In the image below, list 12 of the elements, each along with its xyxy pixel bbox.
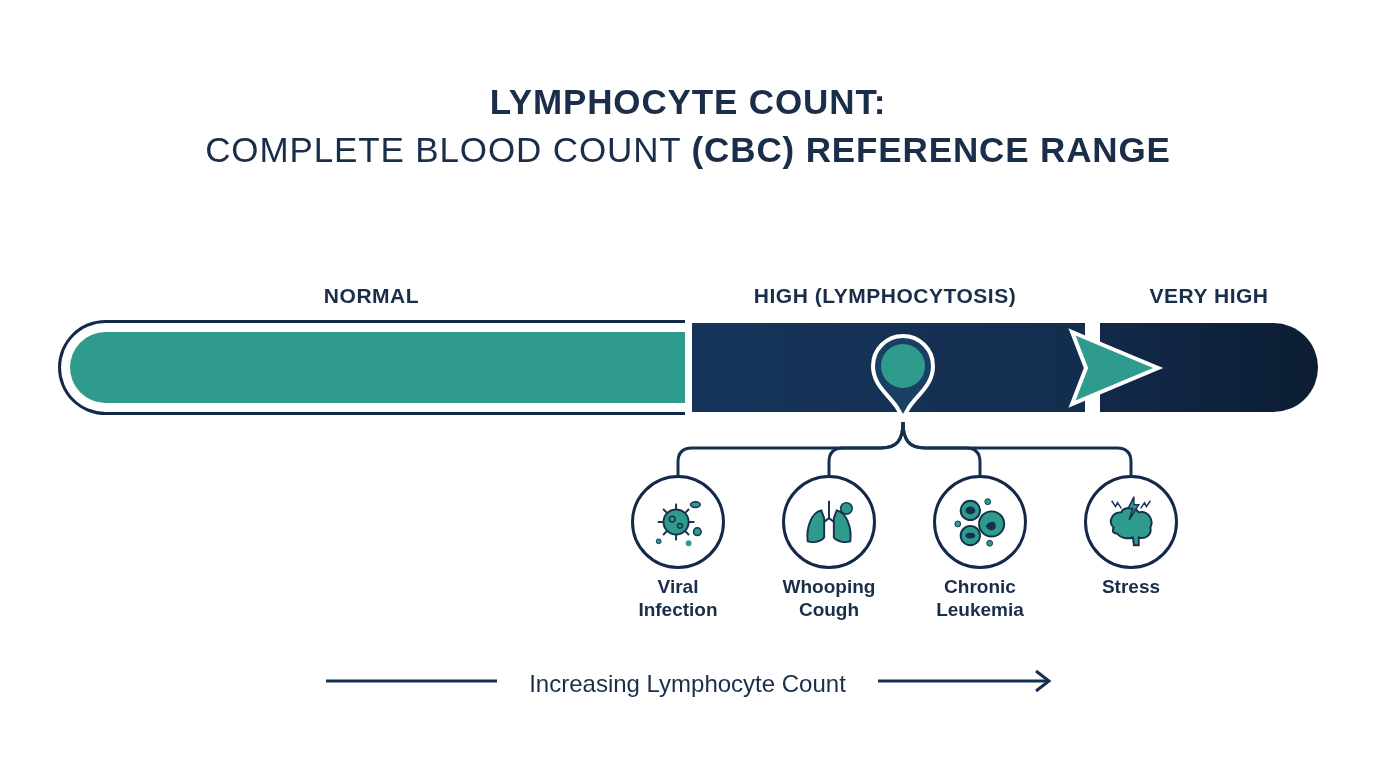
connector-line: [901, 421, 1133, 475]
cause-label: Whooping Cough: [781, 575, 877, 621]
cause-label: Chronic Leukemia: [935, 575, 1025, 621]
cause-label: Stress: [1101, 575, 1161, 598]
cause-label: Viral Infection: [637, 575, 719, 621]
connector-line: [827, 421, 905, 475]
title: LYMPHOCYTE COUNT: COMPLETE BLOOD COUNT (CBC) REFERENCE RANGE: [204, 81, 1172, 171]
range-label: HIGH (LYMPHOCYTOSIS): [753, 284, 1017, 307]
axis-caption: Increasing Lymphocyte Count: [529, 670, 846, 697]
chevron-arrow: [1070, 330, 1160, 406]
range-label: NORMAL: [323, 284, 420, 307]
range-label: VERY HIGH: [1149, 284, 1269, 307]
